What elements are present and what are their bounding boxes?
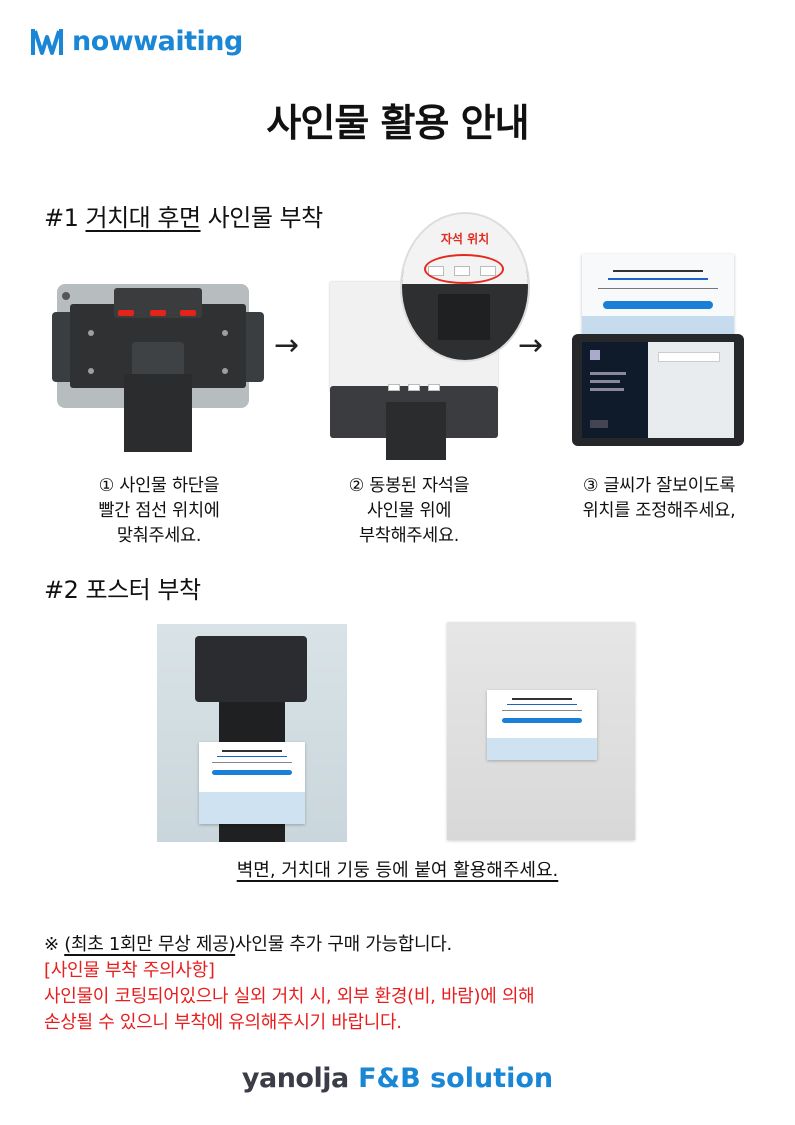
step2-caption: ② 동봉된 자석을 사인물 위에 부착해주세요. [348, 476, 470, 546]
section1-title-underlined: 거치대 후면 [85, 204, 202, 232]
logo-wordmark: nowwaiting [72, 26, 243, 57]
section2-title: #2 포스터 부착 [44, 576, 201, 604]
page-title: 사인물 활용 안내 [266, 101, 529, 145]
magnet-zoom: 자석 위치 [400, 212, 530, 362]
warning-heading: [사인물 부착 주의사항] [44, 960, 215, 981]
arrow-icon: → [274, 328, 300, 363]
step3-caption: ③ 글씨가 잘보이도록 위치를 조정해주세요, [582, 476, 736, 521]
poster-photo-wall [447, 622, 635, 840]
warning-line: 손상될 수 있으니 부착에 유의해주시기 바랍니다. [44, 1012, 402, 1033]
nowwaiting-logo: nowwaiting [30, 26, 243, 57]
step1-illustration [52, 282, 264, 452]
warning-line: 사인물이 코팅되어있으나 실외 거치 시, 외부 환경(비, 바람)에 의해 [44, 986, 535, 1007]
footer-brand: yanolja [241, 1063, 349, 1094]
purchase-note: ※ (최초 1회만 무상 제공)사인물 추가 구매 가능합니다. [44, 934, 452, 955]
footer-product: F&B solution [358, 1063, 554, 1094]
arrow-icon: → [518, 328, 544, 363]
footer-logo: yanolja F&B solution [0, 1063, 795, 1094]
warning-block: [사인물 부착 주의사항] 사인물이 코팅되어있으나 실외 거치 시, 외부 환… [44, 958, 764, 1036]
step1-caption: ① 사인물 하단을 빨간 점선 위치에 맞춰주세요. [98, 476, 220, 546]
step2-illustration: 자석 위치 [330, 212, 530, 460]
poster-photo-stand [157, 624, 347, 842]
magnet-label: 자석 위치 [440, 232, 490, 246]
purchase-note-underlined: (최초 1회만 무상 제공) [64, 934, 236, 955]
nowwaiting-logo-icon [31, 28, 63, 55]
section2-caption: 벽면, 거치대 기둥 등에 붙여 활용해주세요. [236, 860, 559, 881]
step3-illustration [572, 254, 744, 450]
section1-title: #1 거치대 후면 사인물 부착 [44, 204, 323, 232]
